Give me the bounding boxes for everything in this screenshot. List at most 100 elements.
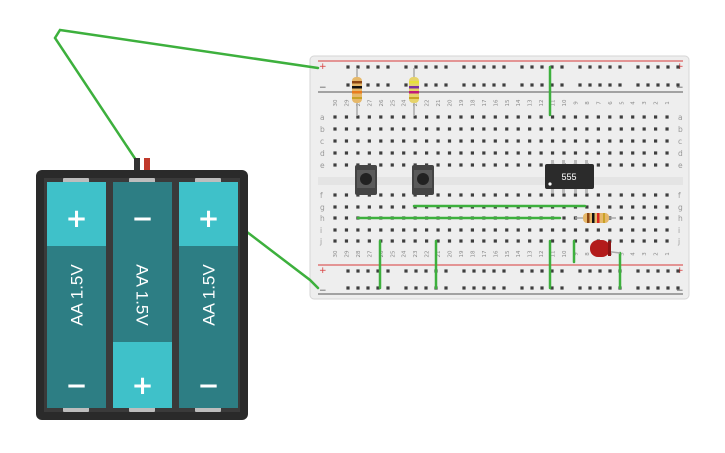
breadboard-hole[interactable] [642, 193, 646, 197]
rail-hole[interactable] [424, 65, 428, 69]
breadboard-hole[interactable] [482, 151, 486, 155]
battery-wire-negative[interactable] [245, 230, 320, 290]
rail-hole[interactable] [540, 286, 544, 290]
breadboard-hole[interactable] [493, 228, 497, 232]
breadboard-hole[interactable] [619, 216, 623, 220]
rail-hole[interactable] [356, 269, 360, 273]
rail-hole[interactable] [414, 269, 418, 273]
pushbutton[interactable] [412, 165, 434, 195]
breadboard-hole[interactable] [550, 139, 555, 143]
breadboard-hole[interactable] [516, 151, 520, 155]
breadboard-hole[interactable] [539, 228, 543, 232]
breadboard-hole[interactable] [390, 163, 394, 167]
breadboard-hole[interactable] [596, 151, 600, 155]
breadboard-hole[interactable] [516, 127, 520, 131]
breadboard-hole[interactable] [654, 205, 658, 209]
breadboard-hole[interactable] [367, 239, 371, 243]
breadboard-hole[interactable] [379, 127, 383, 131]
rail-hole[interactable] [346, 65, 350, 69]
rail-hole[interactable] [366, 286, 370, 290]
breadboard-hole[interactable] [459, 127, 463, 131]
breadboard-hole[interactable] [665, 228, 669, 232]
rail-hole[interactable] [502, 269, 506, 273]
breadboard-hole[interactable] [447, 139, 452, 143]
breadboard-hole[interactable] [516, 228, 520, 232]
breadboard-hole[interactable] [390, 205, 394, 209]
breadboard-hole[interactable] [596, 228, 600, 232]
breadboard-hole[interactable] [516, 139, 520, 143]
breadboard-hole[interactable] [459, 163, 463, 167]
breadboard-hole[interactable] [608, 151, 612, 155]
breadboard-hole[interactable] [550, 127, 555, 131]
breadboard-hole[interactable] [608, 163, 612, 167]
breadboard-hole[interactable] [379, 115, 383, 119]
breadboard-hole[interactable] [665, 163, 669, 167]
rail-hole[interactable] [588, 83, 592, 87]
breadboard-hole[interactable] [379, 228, 383, 232]
breadboard-hole[interactable] [447, 228, 452, 232]
rail-hole[interactable] [676, 65, 680, 69]
breadboard-hole[interactable] [550, 239, 555, 243]
breadboard-hole[interactable] [585, 127, 589, 131]
breadboard-hole[interactable] [608, 205, 612, 209]
rail-hole[interactable] [434, 83, 438, 87]
breadboard-hole[interactable] [505, 228, 509, 232]
breadboard-hole[interactable] [631, 193, 635, 197]
rail-hole[interactable] [636, 286, 640, 290]
breadboard-hole[interactable] [333, 205, 337, 209]
breadboard-hole[interactable] [619, 205, 623, 209]
rail-hole[interactable] [646, 83, 650, 87]
breadboard-hole[interactable] [619, 151, 623, 155]
rail-hole[interactable] [656, 286, 660, 290]
rail-hole[interactable] [472, 83, 476, 87]
breadboard-hole[interactable] [585, 115, 589, 119]
breadboard-hole[interactable] [528, 193, 532, 197]
breadboard-hole[interactable] [608, 139, 612, 143]
rail-hole[interactable] [530, 286, 534, 290]
breadboard-hole[interactable] [665, 115, 669, 119]
breadboard-hole[interactable] [413, 228, 417, 232]
rail-hole[interactable] [588, 65, 592, 69]
breadboard-hole[interactable] [367, 127, 371, 131]
breadboard-hole[interactable] [505, 151, 509, 155]
breadboard-hole[interactable] [585, 151, 589, 155]
rail-hole[interactable] [346, 269, 350, 273]
battery-cell[interactable]: +−AA 1.5V [179, 178, 238, 412]
breadboard-hole[interactable] [344, 216, 349, 220]
rail-hole[interactable] [502, 83, 506, 87]
breadboard-hole[interactable] [505, 115, 509, 119]
breadboard-hole[interactable] [356, 139, 360, 143]
breadboard-hole[interactable] [447, 239, 452, 243]
rail-hole[interactable] [608, 269, 612, 273]
breadboard-hole[interactable] [390, 151, 394, 155]
breadboard-hole[interactable] [550, 193, 555, 197]
rail-hole[interactable] [462, 83, 466, 87]
rail-hole[interactable] [598, 65, 602, 69]
breadboard-hole[interactable] [379, 205, 383, 209]
rail-hole[interactable] [444, 65, 448, 69]
breadboard-hole[interactable] [562, 127, 566, 131]
breadboard-hole[interactable] [413, 127, 417, 131]
breadboard-hole[interactable] [333, 163, 337, 167]
breadboard-hole[interactable] [642, 151, 646, 155]
breadboard-hole[interactable] [333, 151, 337, 155]
breadboard-hole[interactable] [619, 228, 623, 232]
breadboard-hole[interactable] [585, 193, 589, 197]
breadboard-hole[interactable] [619, 139, 623, 143]
breadboard-hole[interactable] [436, 163, 440, 167]
rail-hole[interactable] [636, 65, 640, 69]
breadboard-hole[interactable] [493, 239, 497, 243]
breadboard-hole[interactable] [425, 239, 429, 243]
breadboard-hole[interactable] [493, 127, 497, 131]
breadboard-hole[interactable] [470, 115, 474, 119]
breadboard-hole[interactable] [631, 139, 635, 143]
breadboard-hole[interactable] [642, 228, 646, 232]
rail-hole[interactable] [598, 269, 602, 273]
breadboard-hole[interactable] [390, 228, 394, 232]
breadboard-hole[interactable] [619, 163, 623, 167]
breadboard-hole[interactable] [436, 127, 440, 131]
breadboard-hole[interactable] [550, 228, 555, 232]
breadboard-hole[interactable] [539, 193, 543, 197]
breadboard-hole[interactable] [516, 193, 520, 197]
breadboard-hole[interactable] [344, 193, 349, 197]
